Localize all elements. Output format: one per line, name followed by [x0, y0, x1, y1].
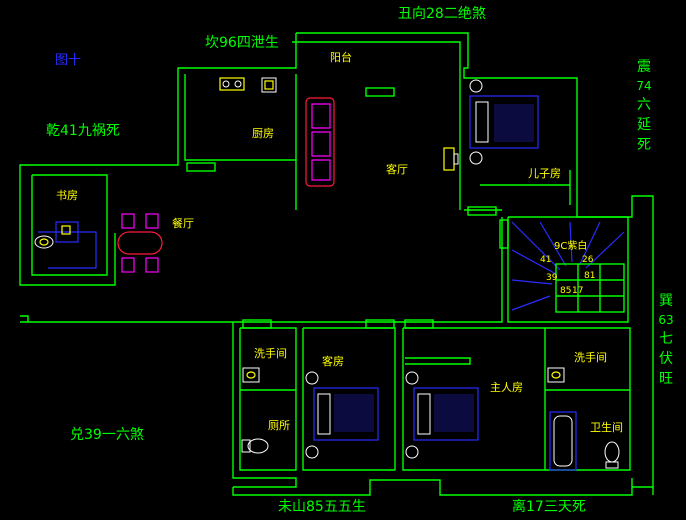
master-bed [405, 371, 479, 459]
direction-top: 丑向28二绝煞 [398, 6, 486, 22]
guest-bed [305, 371, 379, 459]
room-dining: 餐厅 [172, 217, 194, 230]
child-bed [469, 79, 539, 165]
direction-bottom-left: 兑39一六煞 [70, 427, 144, 443]
dining-table [117, 213, 163, 273]
direction-left: 乾41九祸死 [46, 123, 120, 139]
room-living: 客厅 [386, 163, 408, 176]
bath-toilet [604, 441, 620, 469]
tv [443, 147, 459, 171]
room-child: 儿子房 [528, 167, 561, 180]
grid-value-a: 41 [540, 255, 552, 265]
grid-value-b: 26 [582, 255, 594, 265]
room-bath: 卫生间 [590, 421, 623, 434]
room-balcony: 阳台 [330, 51, 352, 64]
outer-walls [19, 32, 654, 496]
grid-value-d: 81 [584, 271, 596, 281]
bed-dots [334, 104, 534, 432]
direction-right-bottom: 巽 63 七 伏 旺 [658, 293, 674, 387]
sofa [305, 97, 335, 187]
direction-bottom-right: 离17三天死 [512, 499, 586, 515]
direction-top-left: 坎96四泄生 [205, 35, 279, 51]
wash-right-fixture [547, 367, 565, 383]
room-master: 主人房 [490, 381, 523, 394]
grid-value-c: 39 [546, 273, 558, 283]
study-desk [34, 221, 97, 269]
plan-title: 图十 [55, 53, 82, 68]
direction-right-top: 震 74 六 延 死 [636, 59, 652, 153]
direction-bottom-center: 未山85五五生 [278, 499, 366, 515]
room-wash-left: 洗手间 [254, 347, 287, 360]
room-wash-right: 洗手间 [574, 351, 607, 364]
grid-value-f: 17 [572, 286, 584, 296]
room-kitchen: 厨房 [252, 127, 274, 140]
center-grid-label: 9C紫白 [554, 241, 588, 252]
room-toilet: 厕所 [268, 419, 290, 432]
toilet-fixture [241, 438, 269, 454]
kitchen-fixtures [219, 77, 277, 93]
room-study: 书房 [56, 189, 78, 202]
grid-value-e: 85 [560, 286, 572, 296]
wash-left-fixture [242, 367, 260, 383]
staircase [511, 221, 625, 313]
room-guest: 客房 [322, 355, 344, 368]
bathtub [549, 411, 577, 471]
